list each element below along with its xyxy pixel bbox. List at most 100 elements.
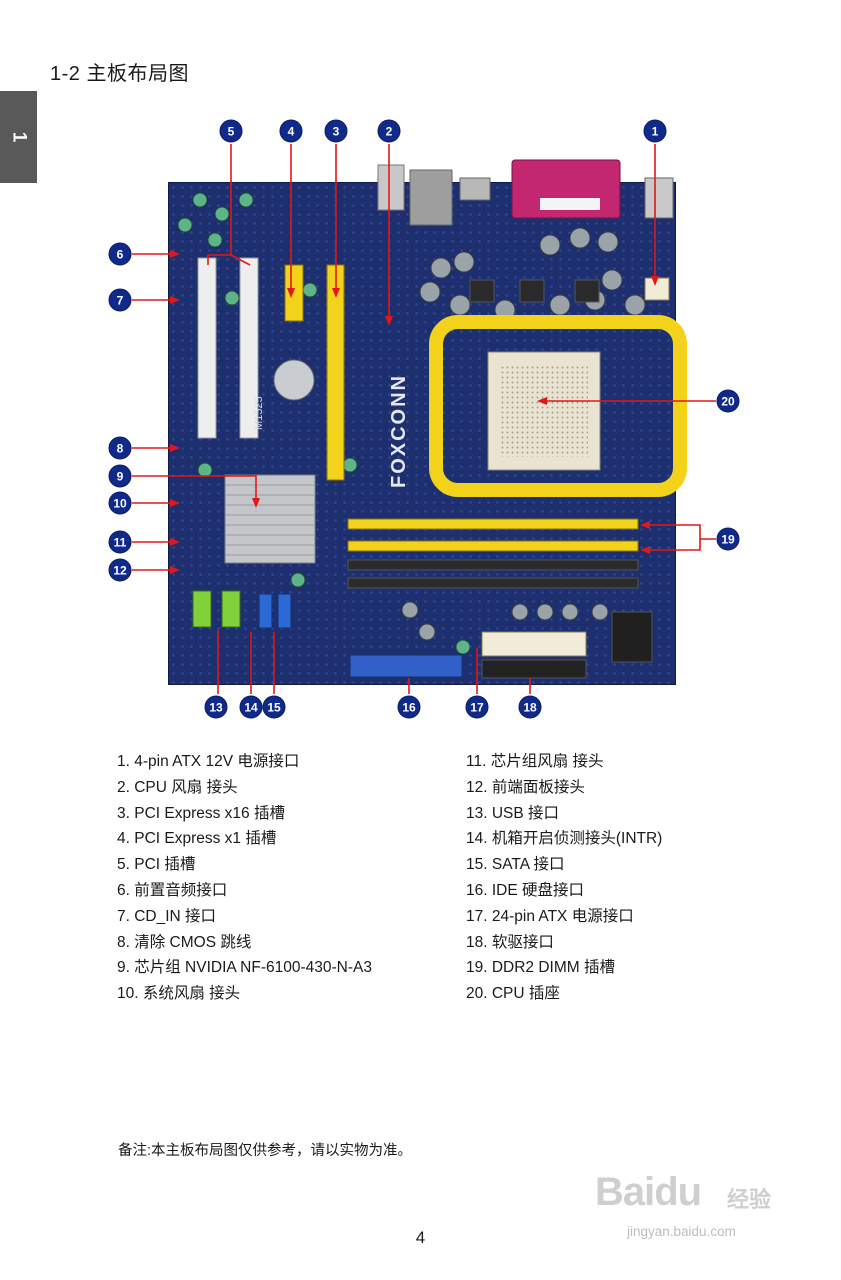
list-item: 9. 芯片组 NVIDIA NF-6100-430-N-A3	[117, 959, 372, 977]
callout-1: 1	[643, 119, 667, 143]
heatsink-fins	[225, 484, 315, 556]
list-item: 5. PCI 插槽	[117, 856, 196, 874]
callout-2: 2	[377, 119, 401, 143]
sata-port-1	[258, 593, 273, 629]
list-item: 8. 清除 CMOS 跳线	[117, 933, 252, 951]
baidu-watermark: Baidu 经验 jingyan.baidu.com	[595, 1160, 795, 1250]
callout-7: 7	[108, 288, 132, 312]
usb-header-2	[221, 590, 241, 628]
board-figure: M1525 FOXCONN	[108, 119, 740, 719]
usb-header-1	[192, 590, 212, 628]
watermark-sub: 经验	[727, 1187, 772, 1212]
svg-text:4: 4	[288, 125, 295, 139]
chapter-tab: 1	[0, 91, 37, 183]
io-usb-port	[459, 177, 491, 201]
list-item: 19. DDR2 DIMM 插槽	[466, 959, 615, 977]
callout-10: 10	[108, 491, 132, 515]
callout-9: 9	[108, 464, 132, 488]
callout-12: 12	[108, 558, 132, 582]
list-item: 10. 系统风扇 接头	[117, 985, 241, 1003]
io-serial-port	[644, 177, 674, 219]
callout-14: 14	[239, 695, 263, 719]
svg-text:16: 16	[402, 701, 416, 715]
dimm-slot-2	[347, 540, 639, 552]
svg-text:15: 15	[267, 701, 281, 715]
list-item: 17. 24-pin ATX 电源接口	[466, 907, 634, 925]
pci-slot-1	[197, 257, 217, 439]
fdd-connector	[481, 659, 587, 679]
callout-4: 4	[279, 119, 303, 143]
list-item: 16. IDE 硬盘接口	[466, 881, 584, 899]
list-item: 18. 软驱接口	[466, 933, 554, 951]
svg-text:10: 10	[113, 497, 127, 511]
svg-text:5: 5	[228, 125, 235, 139]
atx12v-connector	[644, 277, 670, 301]
component-list-right: 11. 芯片组风扇 接头 12. 前端面板接头 13. USB 接口 14. 机…	[466, 749, 662, 1007]
list-item: 12. 前端面板接头	[466, 778, 585, 796]
svg-text:2: 2	[386, 125, 393, 139]
io-audio-port	[377, 164, 405, 211]
callout-18: 18	[518, 695, 542, 719]
sata-port-2	[277, 593, 292, 629]
ide-connector	[349, 654, 463, 678]
callout-19: 19	[716, 527, 740, 551]
dimm-slot-1	[347, 518, 639, 530]
footnote: 备注:本主板布局图仅供参考，请以实物为准。	[118, 1143, 413, 1159]
leader-arrowheads	[170, 250, 659, 574]
svg-text:17: 17	[470, 701, 484, 715]
svg-text:12: 12	[113, 564, 127, 578]
atx24-connector	[481, 631, 587, 657]
callout-17: 17	[465, 695, 489, 719]
brand-print: FOXCONN	[388, 374, 410, 488]
list-item: 13. USB 接口	[466, 804, 560, 822]
list-item: 11. 芯片组风扇 接头	[466, 753, 604, 770]
cpu-retention-frame	[429, 315, 687, 497]
callout-11: 11	[108, 530, 132, 554]
svg-text:11: 11	[114, 536, 127, 550]
callout-16: 16	[397, 695, 421, 719]
watermark-logo: Baidu	[595, 1170, 702, 1214]
svg-text:6: 6	[117, 248, 124, 262]
callout-6: 6	[108, 242, 132, 266]
watermark-url: jingyan.baidu.com	[627, 1224, 736, 1239]
cmos-battery	[273, 359, 315, 401]
callout-3: 3	[324, 119, 348, 143]
svg-text:8: 8	[117, 442, 124, 456]
callout-20: 20	[716, 389, 740, 413]
dimm-slot-3	[347, 559, 639, 571]
pcie-x16-slot	[326, 264, 345, 481]
section-title: 1-2 主板布局图	[50, 63, 189, 85]
list-item: 1. 4-pin ATX 12V 电源接口	[117, 753, 300, 770]
chipset-heatsink	[224, 474, 316, 564]
bios-chip	[611, 611, 653, 663]
callout-15: 15	[262, 695, 286, 719]
list-item: 6. 前置音频接口	[117, 881, 228, 899]
list-item: 7. CD_IN 接口	[117, 907, 217, 925]
callout-5: 5	[219, 119, 243, 143]
list-item: 14. 机箱开启侦测接头(INTR)	[466, 830, 663, 848]
svg-text:13: 13	[209, 701, 223, 715]
callout-8: 8	[108, 436, 132, 460]
page-number: 4	[415, 1228, 426, 1247]
svg-text:3: 3	[333, 125, 340, 139]
chip-print: M1525	[253, 396, 265, 430]
list-item: 4. PCI Express x1 插槽	[117, 830, 277, 848]
pcie-x1-slot	[284, 264, 304, 322]
list-item: 3. PCI Express x16 插槽	[117, 804, 285, 822]
svg-text:14: 14	[244, 701, 258, 715]
vrm-chokes	[469, 279, 600, 303]
svg-text:19: 19	[721, 533, 735, 547]
svg-text:20: 20	[721, 395, 735, 409]
callout-leaders	[132, 144, 716, 694]
pci-slot-2	[239, 257, 259, 439]
list-item: 15. SATA 接口	[466, 856, 565, 874]
io-lan-port	[409, 169, 453, 226]
component-list-left: 1. 4-pin ATX 12V 电源接口 2. CPU 风扇 接头 3. PC…	[117, 749, 372, 1007]
svg-text:18: 18	[523, 701, 537, 715]
list-item: 20. CPU 插座	[466, 985, 560, 1003]
svg-text:1: 1	[652, 125, 659, 139]
list-item: 2. CPU 风扇 接头	[117, 778, 238, 796]
callout-13: 13	[204, 695, 228, 719]
io-label-sticker	[540, 198, 600, 210]
svg-text:7: 7	[117, 294, 124, 308]
